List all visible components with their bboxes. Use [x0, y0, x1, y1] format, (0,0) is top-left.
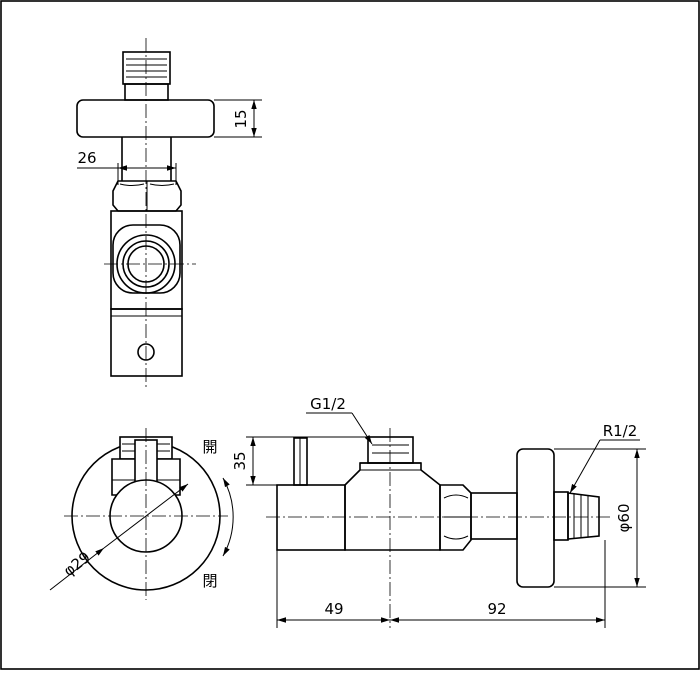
close-label: 閉: [202, 572, 217, 590]
dim-49-label: 49: [324, 600, 343, 618]
dim-flange-diameter: φ60: [554, 448, 646, 588]
open-label: 開: [202, 438, 217, 456]
top-view: [76, 38, 215, 388]
side-flange: [516, 448, 555, 588]
inlet-thread: [367, 436, 414, 464]
dim-92-label: 92: [487, 600, 506, 618]
side-view: [266, 428, 612, 628]
dim-15-label: 15: [232, 109, 250, 128]
dim-35-label: 35: [231, 451, 249, 470]
dim-handle-diameter-label: φ29: [60, 548, 94, 580]
rotation-arrow: [222, 477, 234, 557]
outlet-thread: [567, 492, 600, 540]
side-handle-block: [276, 484, 346, 551]
dim-lengths: 49 92: [276, 540, 606, 628]
top-thread-stub: [122, 51, 171, 85]
dim-hex-width: 26: [77, 149, 177, 185]
outlet-thread-label: R1/2: [603, 422, 638, 440]
inlet-thread-callout: G1/2: [306, 395, 373, 445]
inlet-thread-label: G1/2: [310, 395, 346, 413]
dim-handle-height: 35: [231, 436, 368, 486]
dim-flange-diameter-label: φ60: [615, 504, 633, 533]
handle-end-view: φ29 開 閉: [49, 428, 234, 600]
top-flange: [76, 99, 215, 138]
outlet-thread-callout: R1/2: [569, 422, 640, 494]
side-hex-nut: [439, 484, 472, 551]
dim-top-flange-thickness: 15: [214, 99, 262, 138]
side-valve-body: [344, 462, 441, 551]
dim-26-label: 26: [77, 149, 96, 167]
